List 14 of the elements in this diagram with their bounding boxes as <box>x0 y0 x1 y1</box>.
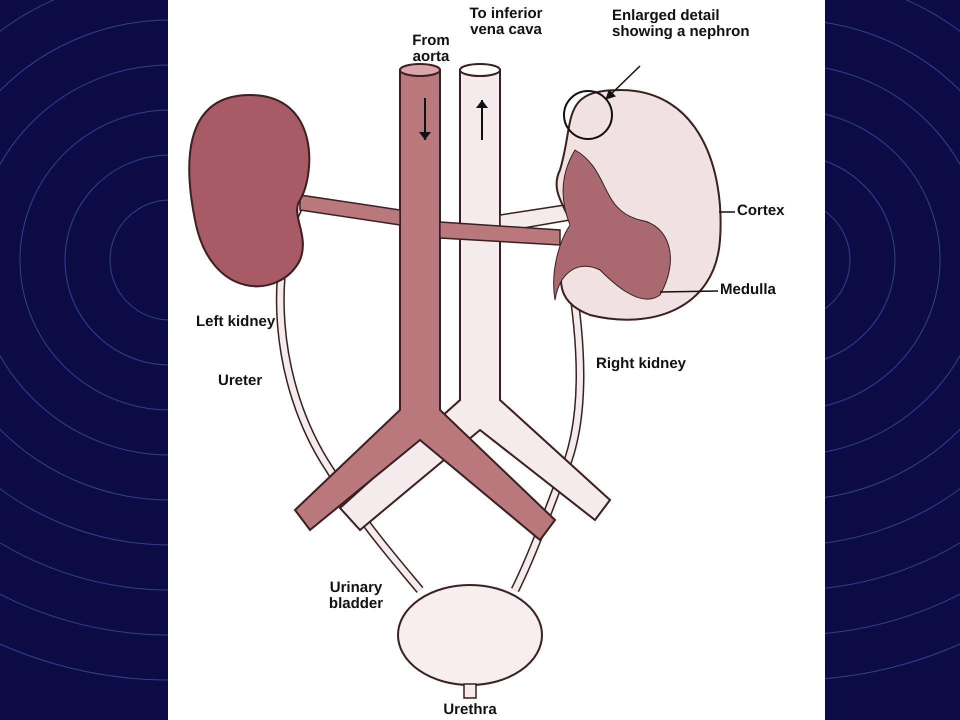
leader-line <box>660 290 718 293</box>
organ-label: Urethra <box>442 702 498 718</box>
organ-label: Left kidney <box>196 314 276 330</box>
callout-label: Cortex <box>737 203 817 219</box>
arrow <box>605 65 641 100</box>
vessel-label: To inferior vena cava <box>468 6 544 38</box>
vessel-label: From aorta <box>411 33 451 65</box>
organ-label: Right kidney <box>596 356 688 372</box>
organ-label: Urinary bladder <box>328 580 384 612</box>
leader-line <box>719 211 735 213</box>
organ-label: Ureter <box>218 373 264 389</box>
detail-circle <box>563 90 613 140</box>
callout-label: Medulla <box>720 282 810 298</box>
callout-label: Enlarged detail showing a nephron <box>612 8 772 40</box>
